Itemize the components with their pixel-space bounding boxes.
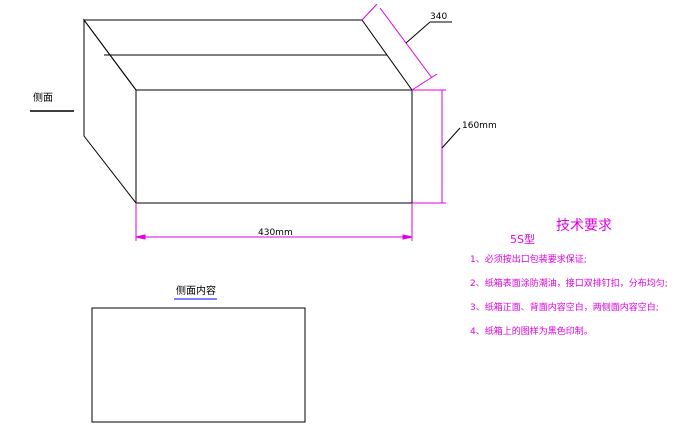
side-face-label: 侧面 [33,91,53,104]
requirement-item-1: 1、必须按出口包装要求保证; [470,253,587,265]
depth-leader-line [405,21,431,44]
height-dimension-label: 160mm [462,121,497,131]
side-content-label: 侧面内容 [176,284,216,297]
box-front-face [135,89,413,204]
depth-extension-bottom [411,73,438,91]
length-arrow-right [402,234,413,240]
depth-dimension-label: 340 [430,12,447,22]
length-dimension-label: 430mm [258,228,293,238]
depth-dimension [361,3,452,91]
side-content-panel [91,307,306,423]
requirement-item-4: 4、纸箱上的图样为黑色印制。 [470,325,593,337]
requirement-item-2: 2、纸箱表面涂防潮油，接口双排钉扣，分布均匀; [470,277,668,289]
requirements-title: 技术要求 [556,218,612,234]
box-outline [83,18,413,205]
height-dimension [412,89,461,204]
box-side-face [83,18,137,205]
requirements-model: 5S型 [510,232,535,246]
height-leader-line [441,127,461,149]
length-arrow-left [135,234,146,240]
depth-extension-top [361,3,378,21]
length-dimension [135,203,413,241]
requirement-item-3: 3、纸箱正面、背面内容空白，两侧面内容空白; [470,301,659,313]
